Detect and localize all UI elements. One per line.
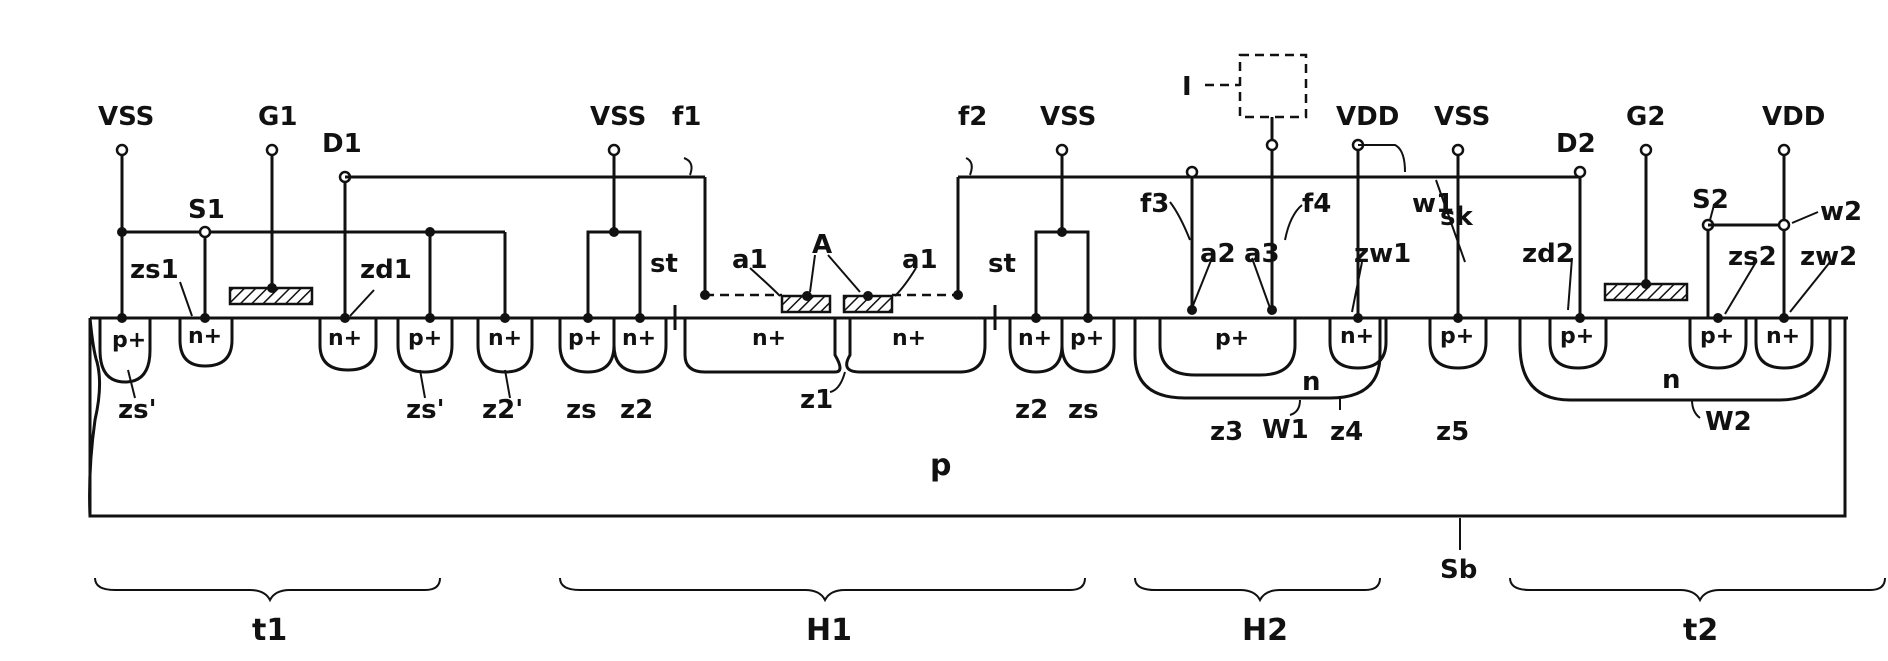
region-p2: p+ bbox=[408, 326, 442, 351]
region-n6: n+ bbox=[892, 326, 926, 351]
region-n4: n+ bbox=[622, 326, 656, 351]
label-zw1: zw1 bbox=[1354, 239, 1411, 269]
group-h2: H2 bbox=[1242, 613, 1288, 648]
region-p1: p+ bbox=[112, 328, 146, 353]
zone-z1: z1 bbox=[800, 385, 833, 415]
region-nwell-2: n bbox=[1662, 365, 1681, 395]
box-i bbox=[1240, 55, 1306, 117]
label-a1-1: a1 bbox=[732, 245, 768, 275]
region-p3: p+ bbox=[568, 326, 602, 351]
transistor-t2 bbox=[1520, 145, 1830, 400]
label-a1-2: a1 bbox=[902, 245, 938, 275]
label-st-2: st bbox=[988, 249, 1016, 279]
label-s1: S1 bbox=[188, 195, 225, 225]
label-i: I bbox=[1182, 72, 1192, 102]
label-vdd-1: VDD bbox=[1336, 102, 1399, 132]
label-f4: f4 bbox=[1302, 189, 1331, 219]
label-sk: sk bbox=[1440, 202, 1473, 232]
zone-z2-2: z2 bbox=[1015, 395, 1048, 425]
region-p8: p+ bbox=[1700, 324, 1734, 349]
region-n5: n+ bbox=[752, 326, 786, 351]
region-p4: p+ bbox=[1070, 326, 1104, 351]
zone-z3: z3 bbox=[1210, 417, 1243, 447]
label-a3: a3 bbox=[1244, 239, 1280, 269]
label-vss-3: VSS bbox=[1040, 102, 1096, 132]
group-t2: t2 bbox=[1683, 613, 1718, 648]
zone-zs-prime-2: zs' bbox=[406, 395, 445, 425]
label-g1: G1 bbox=[258, 102, 297, 132]
label-f1: f1 bbox=[672, 102, 701, 132]
region-p7: p+ bbox=[1560, 324, 1594, 349]
doping-labels: p+ n+ n+ p+ n+ p+ n+ n+ n+ n+ p+ p+ n+ p… bbox=[112, 324, 1800, 483]
label-st-1: st bbox=[650, 249, 678, 279]
label-vss-2: VSS bbox=[590, 102, 646, 132]
label-sb: Sb bbox=[1440, 555, 1477, 585]
zone-zs-2: zs bbox=[1068, 395, 1099, 425]
zone-z2-1: z2 bbox=[620, 395, 653, 425]
leader-lines bbox=[128, 158, 1830, 550]
label-vss-1: VSS bbox=[98, 102, 154, 132]
label-vss-4: VSS bbox=[1434, 102, 1490, 132]
zone-zs-prime-1: zs' bbox=[118, 395, 157, 425]
label-f2: f2 bbox=[958, 102, 987, 132]
zone-w2: W2 bbox=[1705, 407, 1752, 437]
label-f3: f3 bbox=[1140, 189, 1169, 219]
zone-z4: z4 bbox=[1330, 417, 1363, 447]
label-s2: S2 bbox=[1692, 185, 1729, 215]
label-zs2: zs2 bbox=[1728, 242, 1777, 272]
label-a: A bbox=[812, 230, 832, 260]
label-d1: D1 bbox=[322, 129, 362, 159]
group-h1: H1 bbox=[806, 613, 852, 648]
zone-zs-1: zs bbox=[566, 395, 597, 425]
label-zw2: zw2 bbox=[1800, 242, 1857, 272]
group-t1: t1 bbox=[252, 613, 287, 648]
region-n7: n+ bbox=[1018, 326, 1052, 351]
region-n8: n+ bbox=[1340, 324, 1374, 349]
region-p6: p+ bbox=[1440, 324, 1474, 349]
label-g2: G2 bbox=[1626, 102, 1665, 132]
region-nwell-1: n bbox=[1302, 367, 1321, 397]
label-vdd-2: VDD bbox=[1762, 102, 1825, 132]
zone-labels: zs' zs' z2' zs z2 z1 z2 zs z3 W1 z4 z5 W… bbox=[118, 385, 1752, 585]
zone-w1: W1 bbox=[1262, 415, 1309, 445]
group-braces bbox=[95, 578, 1885, 600]
label-zd1: zd1 bbox=[360, 255, 412, 285]
region-p5: p+ bbox=[1215, 326, 1249, 351]
region-n3: n+ bbox=[488, 326, 522, 351]
region-n2: n+ bbox=[328, 326, 362, 351]
zone-z5: z5 bbox=[1436, 417, 1469, 447]
region-substrate: p bbox=[930, 448, 951, 483]
label-d2: D2 bbox=[1556, 129, 1596, 159]
region-n9: n+ bbox=[1766, 324, 1800, 349]
zone-z2-prime: z2' bbox=[482, 395, 523, 425]
label-a2: a2 bbox=[1200, 239, 1236, 269]
label-zs1: zs1 bbox=[130, 255, 179, 285]
label-w2: w2 bbox=[1820, 197, 1862, 227]
group-labels: t1 H1 H2 t2 bbox=[252, 613, 1718, 648]
label-zd2: zd2 bbox=[1522, 239, 1574, 269]
region-n1: n+ bbox=[188, 324, 222, 349]
